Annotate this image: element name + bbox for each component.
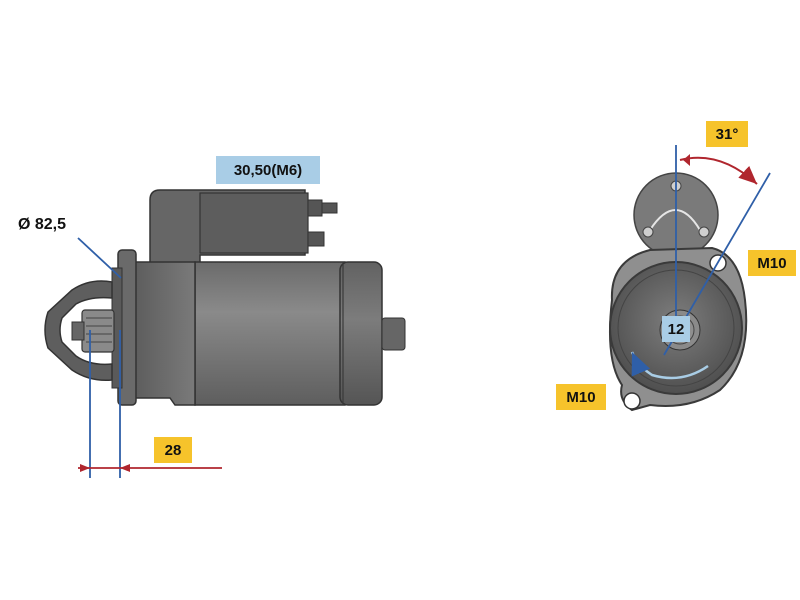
- length-label: 28: [154, 437, 192, 463]
- solenoid-cap: [199, 192, 309, 254]
- bolt-label-bottom: M10: [556, 384, 606, 410]
- motor-body: [194, 261, 346, 406]
- teeth-count-label: 12: [662, 316, 690, 342]
- pinion-gear: [81, 309, 115, 353]
- nose-bracket: [44, 280, 113, 382]
- terminal-stud-lower: [307, 231, 325, 247]
- mount-hole-bottom: [623, 392, 641, 410]
- drive-housing: [127, 261, 196, 406]
- diameter-label: Ø 82,5: [17, 216, 67, 233]
- terminal-stud-upper-tip: [321, 202, 338, 214]
- side-view: [44, 189, 406, 478]
- bolt-label-top: M10: [748, 250, 796, 276]
- angle-label: 31°: [706, 121, 748, 147]
- terminal-label: 30,50(M6): [216, 156, 320, 184]
- terminal-stud-upper: [307, 199, 323, 217]
- motor-end-cap: [339, 261, 383, 406]
- diameter-leader-line: [77, 237, 122, 279]
- rear-shaft: [381, 317, 406, 351]
- rotation-arrow: [630, 351, 709, 380]
- front-view: [608, 145, 771, 412]
